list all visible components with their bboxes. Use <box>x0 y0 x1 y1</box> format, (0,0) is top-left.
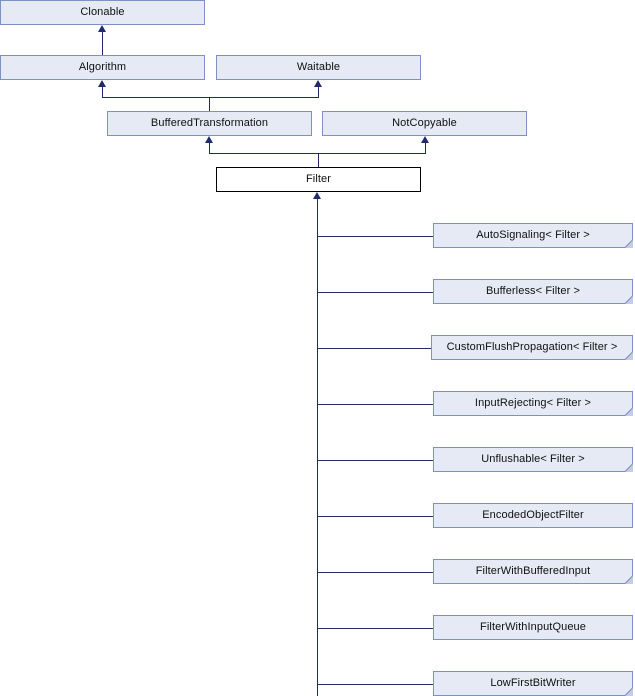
class-box-algorithm[interactable]: Algorithm <box>0 55 205 80</box>
arrowhead-notcopyable <box>421 136 429 143</box>
edge-bt-riser <box>209 97 210 111</box>
class-box-customflushpropagation[interactable]: CustomFlushPropagation< Filter > <box>431 335 633 360</box>
edge-branch-bufferless <box>317 292 433 293</box>
edge-branch-filterwithinputqueue <box>317 628 433 629</box>
arrowhead-filter <box>313 192 321 199</box>
arrowhead-waitable <box>314 80 322 87</box>
edge-branch-encodedobjectfilter <box>317 516 433 517</box>
class-box-unflushable[interactable]: Unflushable< Filter > <box>433 447 633 472</box>
class-label: Bufferless< Filter > <box>485 285 581 297</box>
class-label: Waitable <box>296 61 341 73</box>
class-label: EncodedObjectFilter <box>482 509 584 521</box>
arrowhead-clonable <box>98 25 106 32</box>
class-label: Algorithm <box>78 61 127 73</box>
class-label: AutoSignaling< Filter > <box>476 229 590 241</box>
class-label: NotCopyable <box>392 117 457 129</box>
class-label: FilterWithInputQueue <box>480 621 586 633</box>
arrowhead-bufferedtransformation <box>205 136 213 143</box>
class-box-filter[interactable]: Filter <box>216 167 421 192</box>
class-box-waitable[interactable]: Waitable <box>216 55 421 80</box>
edge-derived-trunk <box>317 199 318 696</box>
class-label: BufferedTransformation <box>150 117 269 129</box>
class-box-bufferless[interactable]: Bufferless< Filter > <box>433 279 633 304</box>
edge-branch-customflushpropagation <box>317 348 431 349</box>
class-label: Clonable <box>80 6 125 18</box>
class-box-filterwithinputqueue[interactable]: FilterWithInputQueue <box>433 615 633 640</box>
edge-branch-autosignaling <box>317 236 433 237</box>
edge-bt-to-algorithm <box>102 87 103 97</box>
class-label: CustomFlushPropagation< Filter > <box>446 341 618 353</box>
edge-bt-to-waitable <box>318 87 319 97</box>
class-box-clonable[interactable]: Clonable <box>0 0 205 25</box>
edge-bt-crossbar <box>102 97 319 98</box>
edge-filter-crossbar <box>209 153 426 154</box>
edge-branch-lowfirstbitwriter <box>317 684 433 685</box>
class-box-autosignaling[interactable]: AutoSignaling< Filter > <box>433 223 633 248</box>
arrowhead-algorithm <box>98 80 106 87</box>
edge-filter-riser <box>318 153 319 167</box>
class-box-encodedobjectfilter[interactable]: EncodedObjectFilter <box>433 503 633 528</box>
edge-filter-to-bt <box>209 143 210 153</box>
class-box-notcopyable[interactable]: NotCopyable <box>322 111 527 136</box>
edge-branch-unflushable <box>317 460 433 461</box>
edge-branch-inputrejecting <box>317 404 433 405</box>
class-label: FilterWithBufferedInput <box>475 565 591 577</box>
edge-branch-filterwithbufferedinput <box>317 572 433 573</box>
class-label: InputRejecting< Filter > <box>474 397 592 409</box>
class-label: Filter <box>305 173 332 185</box>
class-box-bufferedtransformation[interactable]: BufferedTransformation <box>107 111 312 136</box>
class-label: Unflushable< Filter > <box>481 453 585 465</box>
class-label: LowFirstBitWriter <box>490 677 576 689</box>
edge-algorithm-to-clonable <box>102 32 103 55</box>
edge-filter-to-notcopyable <box>425 143 426 153</box>
class-box-filterwithbufferedinput[interactable]: FilterWithBufferedInput <box>433 559 633 584</box>
class-box-inputrejecting[interactable]: InputRejecting< Filter > <box>433 391 633 416</box>
class-box-lowfirstbitwriter[interactable]: LowFirstBitWriter <box>433 671 633 696</box>
